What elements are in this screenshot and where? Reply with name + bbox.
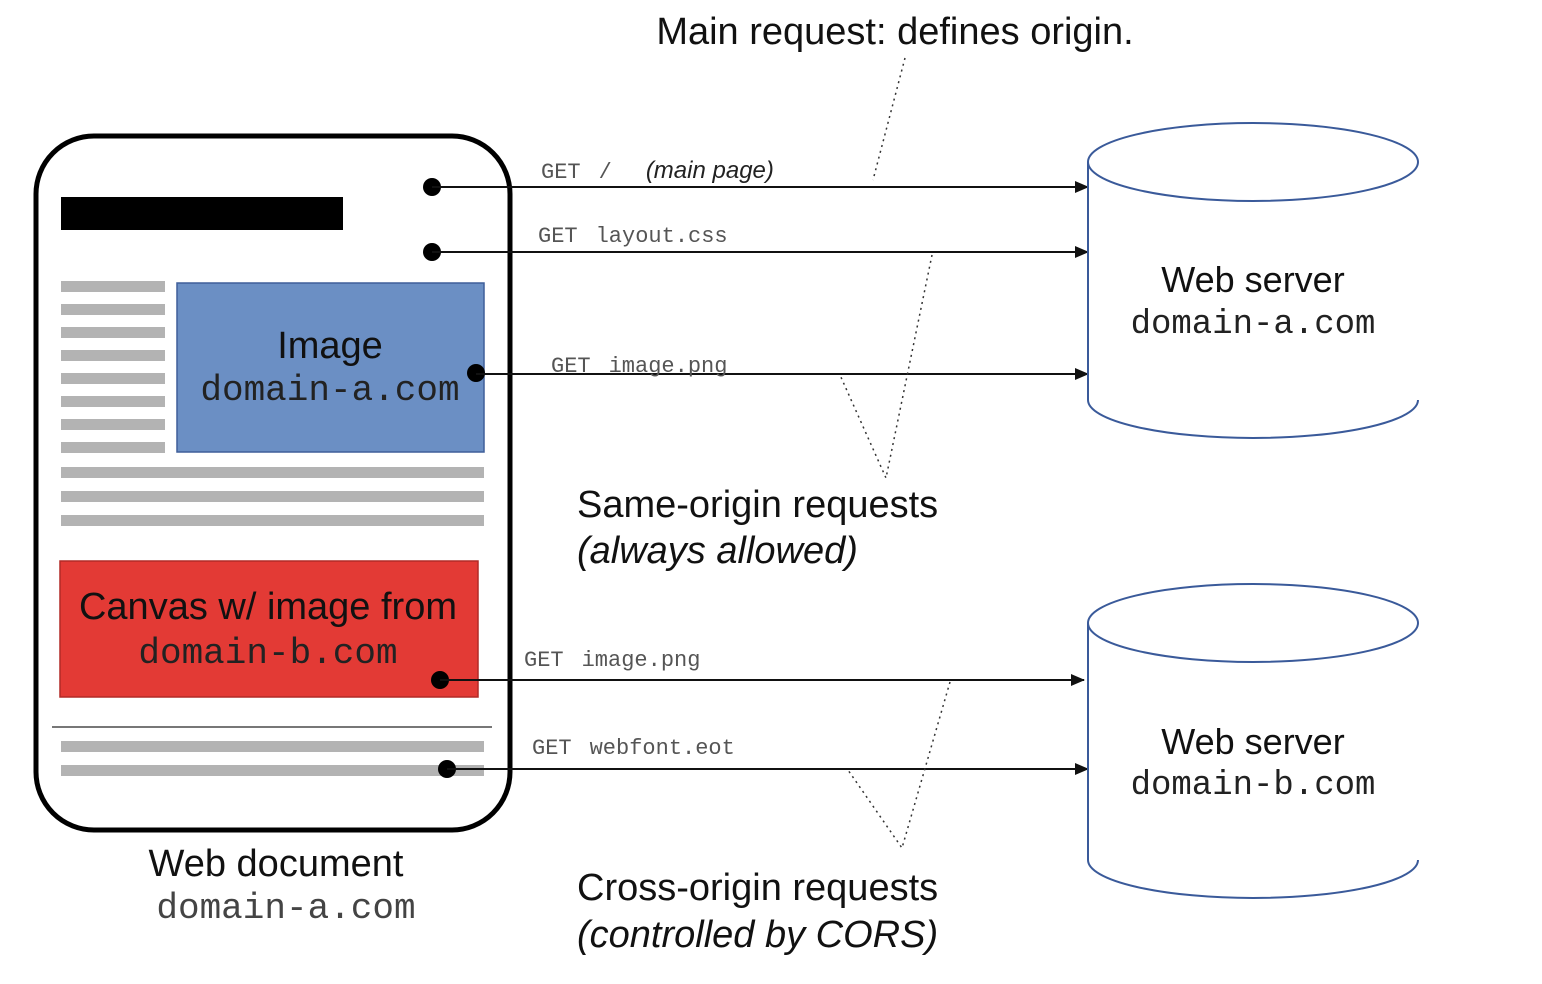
footer-text-line [61, 741, 484, 752]
text-lines-full [61, 467, 484, 526]
same-origin-pointer [839, 254, 933, 481]
canvas-box-fill [59, 560, 479, 698]
server-cylinder-top [1087, 583, 1419, 663]
server-cylinder-body [1087, 162, 1419, 439]
request-path: layout.css [596, 224, 728, 249]
main-request-note: Main request: defines origin. [656, 11, 1133, 53]
canvas-box-label: Canvas w/ image from [79, 586, 457, 628]
request-label: GET image.png [524, 648, 700, 673]
cross-origin-title: Cross-origin requests [577, 867, 938, 909]
server-label: Web server [1161, 721, 1344, 762]
request-method: GET [551, 354, 591, 379]
server-domain: domain-a.com [1131, 306, 1376, 344]
document-heading-bar [61, 197, 343, 230]
server-domain-a: Web server domain-a.com [1087, 122, 1419, 439]
server-label: Web server [1161, 259, 1344, 300]
request-note: (main page) [646, 157, 774, 184]
server-cylinder-body [1087, 623, 1419, 899]
request-main-page: GET / (main page) [423, 157, 1089, 196]
web-document-domain: domain-a.com [156, 888, 415, 929]
request-path: image.png [609, 354, 728, 379]
image-box-label: Image [277, 325, 383, 367]
request-image-cross-origin: GET image.png [431, 648, 1085, 689]
request-path: webfont.eot [590, 736, 735, 761]
same-origin-subtitle: (always allowed) [577, 530, 858, 572]
request-layout-css: GET layout.css [423, 224, 1089, 261]
request-method: GET [532, 736, 572, 761]
server-domain: domain-b.com [1131, 767, 1376, 805]
request-image-same-origin: GET image.png [467, 354, 1089, 382]
request-method: GET [538, 224, 578, 249]
web-document-label: Web document [149, 843, 404, 885]
canvas-box-domain: domain-b.com [138, 633, 397, 674]
footer-text-line [61, 765, 484, 776]
web-document: Image domain-a.com Canvas w/ image from … [33, 133, 513, 833]
document-frame [33, 133, 513, 833]
request-label: GET image.png [551, 354, 727, 379]
server-cylinder-top [1087, 122, 1419, 202]
request-method: GET [524, 648, 564, 673]
request-label: GET / (main page) [541, 157, 774, 185]
request-path: / [599, 160, 612, 185]
cross-origin-subtitle: (controlled by CORS) [577, 914, 938, 956]
request-label: GET webfont.eot [532, 736, 735, 761]
cross-origin-pointer [847, 681, 951, 850]
image-box: Image domain-a.com [176, 282, 485, 453]
server-domain-b: Web server domain-b.com [1087, 583, 1419, 899]
request-path: image.png [582, 648, 701, 673]
image-box-domain: domain-a.com [200, 370, 459, 411]
text-lines-left [61, 281, 165, 453]
request-webfont: GET webfont.eot [438, 736, 1089, 778]
main-request-pointer [872, 57, 906, 181]
request-label: GET layout.css [538, 224, 728, 249]
same-origin-title: Same-origin requests [577, 484, 938, 526]
canvas-box: Canvas w/ image from domain-b.com [59, 560, 479, 698]
request-method: GET [541, 160, 581, 185]
image-box-fill [176, 282, 485, 453]
